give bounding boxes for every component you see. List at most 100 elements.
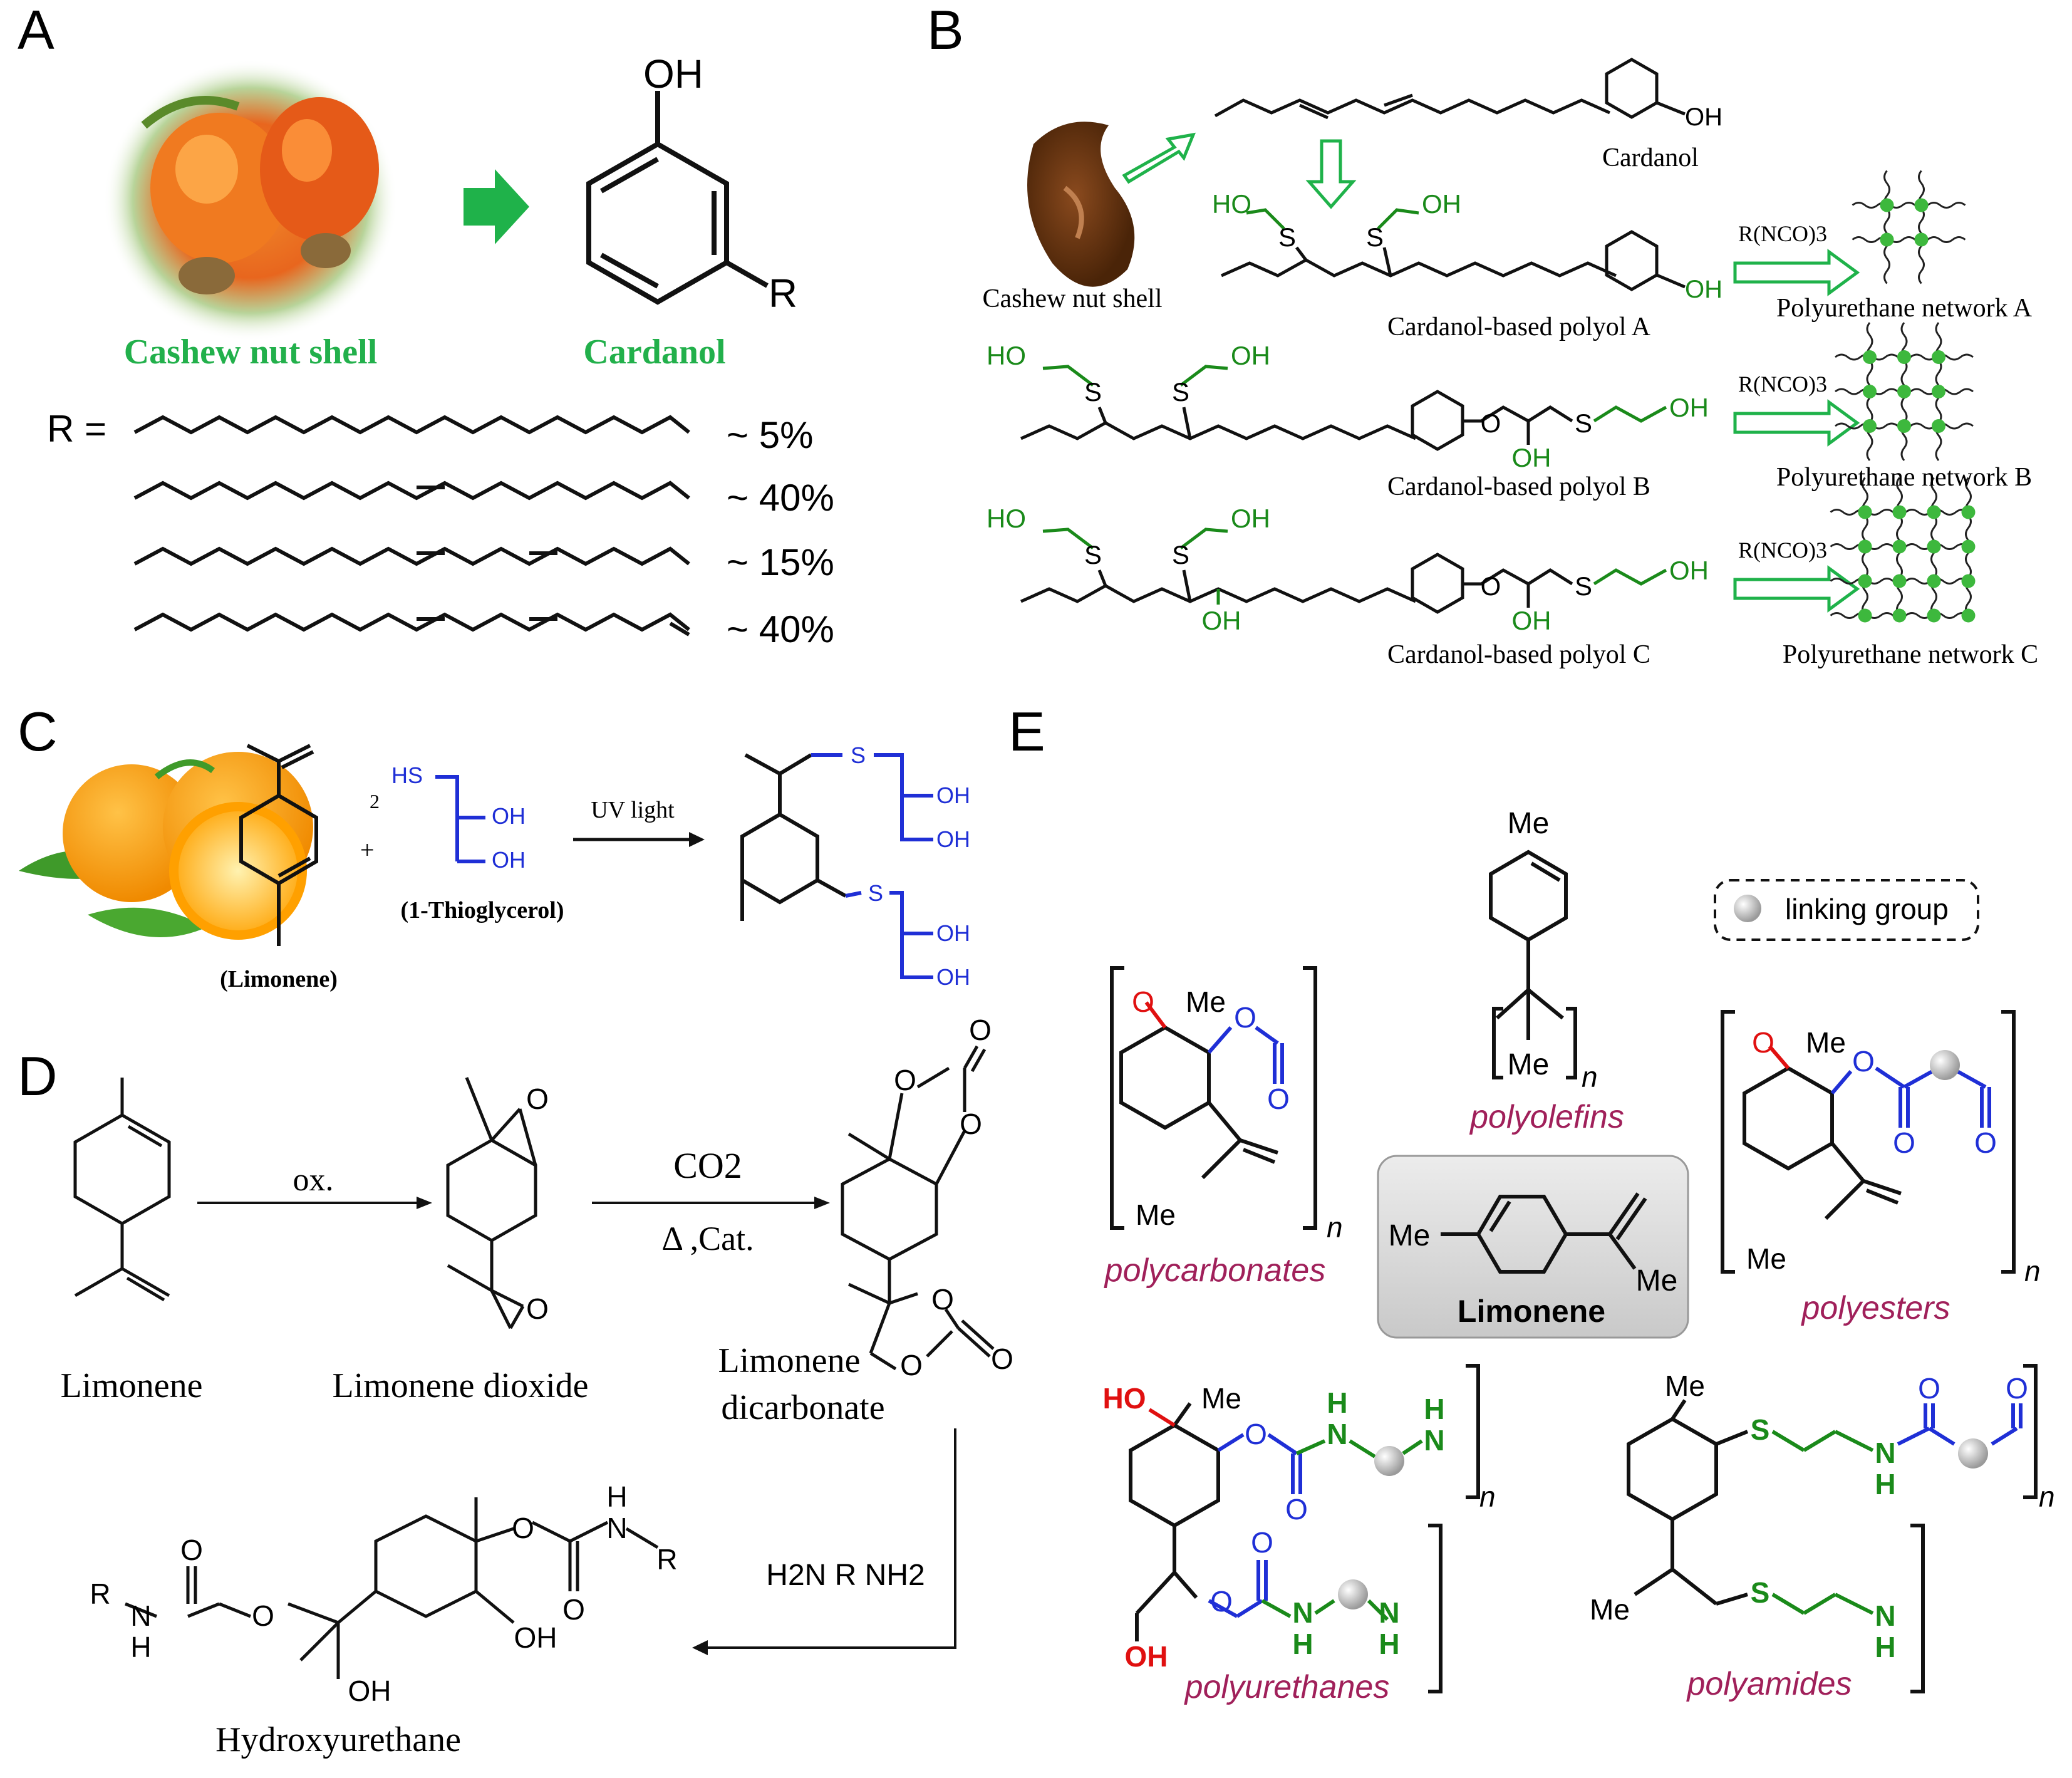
- pu-n3: N: [1292, 1596, 1313, 1629]
- network-node: [1927, 574, 1941, 588]
- network-node: [1858, 574, 1872, 588]
- cat-label: Δ ,Cat.: [661, 1220, 754, 1257]
- pct-1: ~ 5%: [727, 414, 813, 456]
- cashew-label: Cashew nut shell: [124, 333, 378, 372]
- ox-label: ox.: [293, 1162, 334, 1198]
- network-node: [1858, 608, 1872, 623]
- hydroxyurethane-label: Hydroxyurethane: [215, 1720, 461, 1759]
- polyol-b-s3: S: [1575, 408, 1592, 438]
- polyol-c-oh2: OH: [1512, 606, 1551, 635]
- hu-oh2: OH: [348, 1675, 391, 1707]
- polyol-c-label: Cardanol-based polyol C: [1387, 640, 1650, 669]
- cardanol-chain: [1214, 58, 1686, 120]
- polyol-a-s2: S: [1366, 222, 1384, 252]
- pa-me2: Me: [1590, 1593, 1630, 1626]
- network-node: [1927, 539, 1941, 554]
- polyol-b-structure: [1020, 390, 1573, 451]
- panel-c: C (Limonene) 2 + HS O: [18, 700, 970, 992]
- polycarbonate-structure: O Me O O Me n: [1110, 966, 1343, 1244]
- pu-h4: H: [1379, 1628, 1399, 1660]
- network-c-label: Polyurethane network C: [1783, 640, 2038, 669]
- dicarbonate-label-1: Limonene: [718, 1341, 860, 1380]
- linking-group-label: linking group: [1785, 893, 1949, 925]
- pa-s2: S: [1751, 1576, 1770, 1609]
- polyol-a-oh-ar: OH: [1685, 276, 1722, 303]
- polyol-b-o: O: [1481, 408, 1501, 438]
- polyol-c-s1: S: [1084, 540, 1102, 569]
- pu-o4: O: [1251, 1526, 1273, 1559]
- hydroxyurethane-structure: [125, 1497, 659, 1679]
- polyamide-structure: Me S N H O O n Me S N H: [1590, 1364, 2055, 1693]
- network-node: [1892, 539, 1907, 554]
- cardanol-oh-b: OH: [1685, 103, 1722, 131]
- polyol-c-ho: HO: [987, 504, 1026, 533]
- pe-o-red: O: [1752, 1026, 1774, 1059]
- hu-n1: N: [606, 1512, 627, 1544]
- dioxide-label: Limonene dioxide: [332, 1366, 588, 1405]
- network-node: [1880, 198, 1894, 212]
- network-node: [1961, 539, 1976, 554]
- reagent-a: R(NCO)3: [1738, 221, 1827, 246]
- pa-h2: H: [1875, 1631, 1895, 1663]
- network-node: [1863, 385, 1877, 398]
- network-node: [1914, 198, 1929, 212]
- orange-photo: [19, 752, 313, 940]
- pa-o2: O: [2006, 1372, 2028, 1405]
- lim-me-right: Me: [1636, 1264, 1678, 1297]
- linking-group-ball-icon: [1734, 895, 1761, 922]
- polyol-c-green-arms: [1042, 528, 1667, 605]
- pu-n1: N: [1327, 1418, 1347, 1450]
- polyol-a-green-arms: [1246, 208, 1419, 230]
- thiol-ene-product: [740, 753, 847, 921]
- dicarb-o4: O: [931, 1283, 954, 1316]
- polyol-a-s1: S: [1278, 222, 1296, 252]
- polyol-c-s3: S: [1575, 571, 1592, 601]
- panel-a: A Cashew nut shell OH R Cardanol R =: [18, 0, 834, 650]
- thiol-arms-blue: [811, 753, 933, 979]
- product-oh1: OH: [936, 782, 970, 808]
- polyol-a-ho: HO: [1212, 189, 1251, 219]
- thio-hs: HS: [391, 762, 423, 788]
- limonene-overlay: [239, 744, 318, 946]
- network-icon-2: [1830, 477, 1976, 623]
- network-node: [1932, 385, 1945, 398]
- dicarb-o1: O: [969, 1014, 992, 1046]
- network-node: [1892, 505, 1907, 519]
- linking-group-legend: [1714, 879, 1979, 941]
- hu-o3: O: [252, 1599, 274, 1632]
- aminolysis-arrowhead-icon: [692, 1640, 708, 1655]
- polyol-b-oh3: OH: [1669, 393, 1709, 422]
- hu-n2: N: [130, 1599, 151, 1632]
- dioxide-o2: O: [526, 1292, 549, 1325]
- pu-me: Me: [1201, 1382, 1241, 1415]
- hu-oh1: OH: [514, 1621, 557, 1654]
- cashew-photo: [103, 60, 398, 341]
- product-s1: S: [851, 742, 866, 768]
- pu-ball-icon-2: [1338, 1579, 1368, 1609]
- reagent-arrows: [1733, 249, 1860, 613]
- limonene-center-box: [1377, 1155, 1689, 1339]
- diamine: H2N R NH2: [766, 1559, 925, 1592]
- hollow-arrow-down-icon: [1305, 139, 1357, 209]
- polyol-c-o: O: [1481, 571, 1501, 601]
- dioxide-o1: O: [526, 1083, 549, 1115]
- limonene-label-d: Limonene: [60, 1366, 202, 1405]
- lim-me-left: Me: [1389, 1219, 1431, 1252]
- diamine-formula: H2N R NH2: [766, 1559, 925, 1592]
- pe-me1: Me: [1806, 1026, 1846, 1059]
- polyol-b-ho: HO: [987, 341, 1026, 370]
- network-node: [1863, 350, 1877, 364]
- olefin-n: n: [1582, 1061, 1598, 1093]
- polyester-ball-icon: [1930, 1050, 1960, 1080]
- aminolysis-arrow: [708, 1428, 956, 1649]
- network-node: [1932, 419, 1945, 433]
- network-node: [1863, 419, 1877, 433]
- limonene-structure-d: [73, 1078, 171, 1302]
- panel-c-letter: C: [18, 700, 58, 762]
- hu-h2: H: [130, 1631, 151, 1663]
- uv-arrowhead-icon: [689, 832, 705, 847]
- polyurethane-structure: HO Me O O N H N H n O O N H N H OH: [1103, 1364, 1496, 1693]
- cardanol-structure: [586, 91, 769, 305]
- olefin-me-top: Me: [1508, 807, 1550, 840]
